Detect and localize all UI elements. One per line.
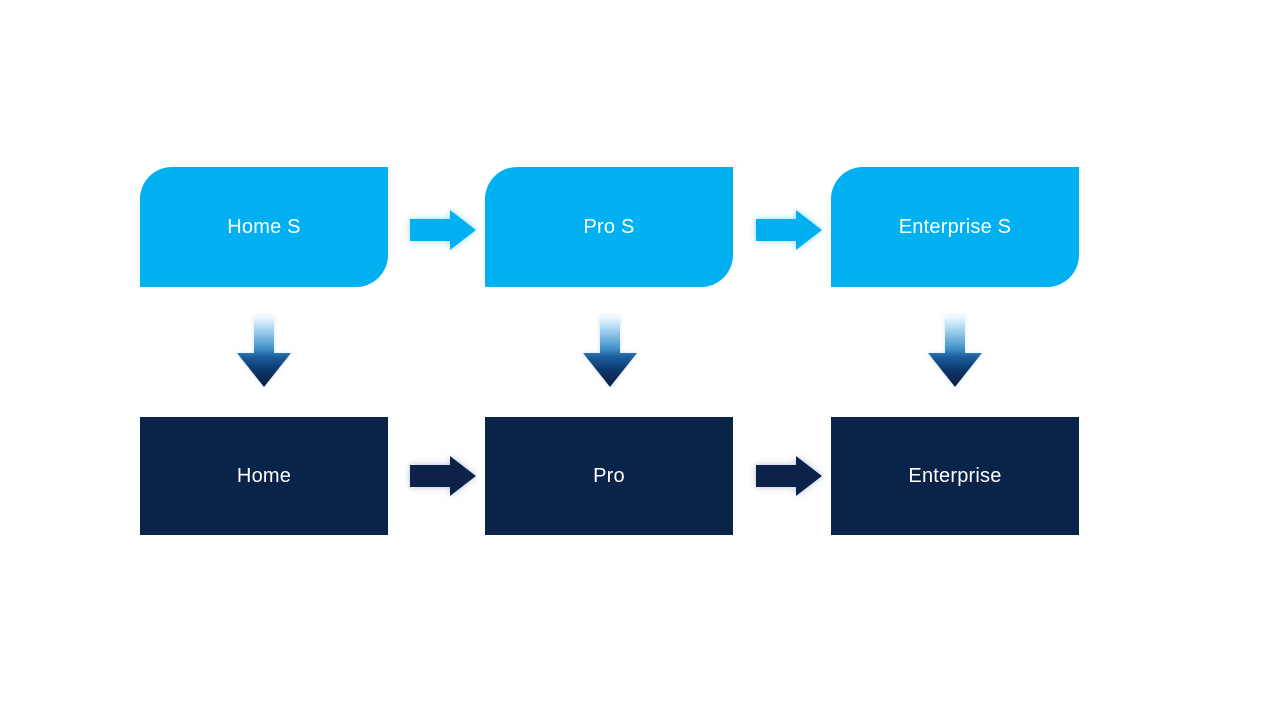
node-pro-s: Pro S xyxy=(485,167,733,287)
node-label: Pro xyxy=(593,464,625,487)
node-label: Pro S xyxy=(583,215,635,238)
down-arrow-icon xyxy=(237,316,291,387)
arrow-shape xyxy=(928,316,982,387)
right-arrow-icon xyxy=(410,456,476,496)
right-arrow-icon xyxy=(410,210,476,250)
arrow-shape xyxy=(410,456,476,496)
node-home-s: Home S xyxy=(140,167,388,287)
node-label: Enterprise S xyxy=(898,215,1012,238)
arrow-shape xyxy=(756,456,822,496)
node-home: Home xyxy=(140,417,388,535)
arrow-shape xyxy=(583,316,637,387)
right-arrow-icon xyxy=(756,456,822,496)
down-arrow-icon xyxy=(583,316,637,387)
node-label: Home xyxy=(236,464,292,487)
node-pro: Pro xyxy=(485,417,733,535)
node-label: Home S xyxy=(227,215,301,238)
arrow-shape xyxy=(410,210,476,250)
arrow-shape xyxy=(756,210,822,250)
down-arrow-icon xyxy=(928,316,982,387)
node-enterprise-s: Enterprise S xyxy=(831,167,1079,287)
right-arrow-icon xyxy=(756,210,822,250)
node-enterprise: Enterprise xyxy=(831,417,1079,535)
node-label: Enterprise xyxy=(908,464,1002,487)
arrow-shape xyxy=(237,316,291,387)
